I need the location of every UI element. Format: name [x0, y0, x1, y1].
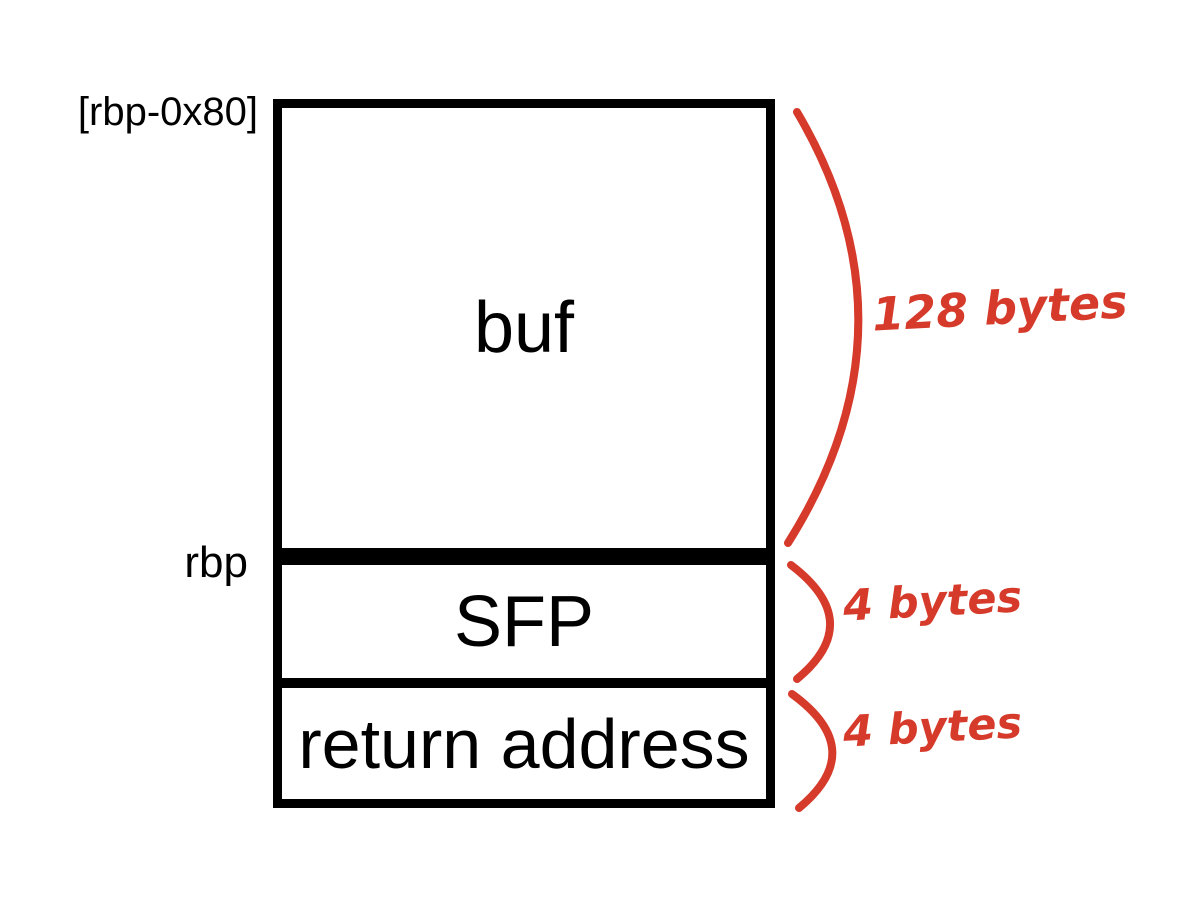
return-address-label: return address [298, 704, 750, 783]
sfp-size-annotation: 4 bytes [841, 572, 1024, 632]
rbp-offset-label: [rbp-0x80] [77, 90, 258, 134]
cell-divider-line [282, 678, 766, 688]
rbp-label: rbp [184, 538, 248, 587]
return-size-brace-icon [788, 690, 837, 812]
stack-cell-sfp: SFP [282, 565, 766, 678]
buf-size-annotation: 128 bytes [870, 274, 1129, 342]
rbp-divider-line [282, 548, 766, 565]
stack-cell-return-address: return address [282, 688, 766, 799]
stack-box: buf SFP return address [273, 99, 775, 808]
buf-size-brace-icon [784, 108, 863, 547]
sfp-size-brace-icon [787, 561, 835, 683]
return-size-annotation: 4 bytes [841, 698, 1024, 758]
stack-cell-buf: buf [282, 108, 766, 548]
buf-label: buf [473, 288, 575, 368]
sfp-label: SFP [453, 581, 595, 662]
